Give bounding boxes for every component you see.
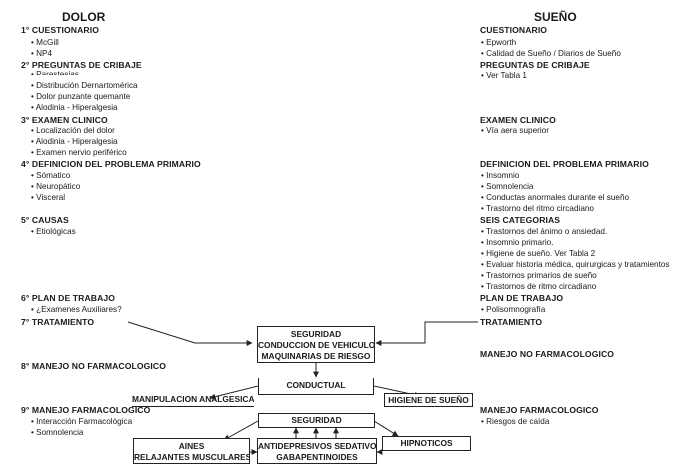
box-line: ANTIDEPRESIVOS SEDATIVOS xyxy=(258,441,377,451)
left-s4-item: • Neuropático xyxy=(31,182,81,191)
right-s1-item: • Calidad de Sueño / Diarios de Sueño xyxy=(481,49,621,58)
arrow-left-tratamiento xyxy=(127,321,253,346)
manipulacion-analgesica-box: MANIPULACION ANALGESICA xyxy=(132,393,254,407)
left-s4-head: 4° DEFINICION DEL PROBLEMA PRIMARIO xyxy=(21,159,201,169)
left-s3-head: 3° EXAMEN CLINICO xyxy=(21,115,108,125)
left-s3-item: • Alodinia - Hiperalgesia xyxy=(31,137,118,146)
left-s1-item: • McGill xyxy=(31,38,59,47)
box-line: GABAPENTINOIDES xyxy=(276,452,358,462)
right-s3-head: EXAMEN CLINICO xyxy=(480,115,556,125)
box-line: CONDUCTUAL xyxy=(286,380,346,390)
hipnoticos-box: HIPNOTICOS xyxy=(382,436,471,451)
arrow-seg-to-aines xyxy=(223,420,259,441)
left-s6-item: • ¿Examenes Auxiliares? xyxy=(31,305,122,314)
left-s7-head: 7° TRATAMIENTO xyxy=(21,317,95,327)
right-s6-item: • Polisomnografía xyxy=(481,305,546,314)
left-s9-head: 9° MANEJO FARMACOLOGICO xyxy=(21,405,151,415)
right-s4-item: • Insomnio xyxy=(481,171,520,180)
box-line: SEGURIDAD xyxy=(290,329,342,339)
arrow-to-manipulacion xyxy=(209,385,259,400)
left-s6-head: 6° PLAN DE TRABAJO xyxy=(21,293,116,303)
left-s5-item: • Etiológicas xyxy=(31,227,76,236)
right-s5-item: • Insomnio primario. xyxy=(481,238,554,247)
left-title: DOLOR xyxy=(62,10,106,24)
box-line: HIPNOTICOS xyxy=(400,438,453,448)
left-s8-head: 8° MANEJO NO FARMACOLOGICO xyxy=(21,361,166,371)
right-s7-head: TRATAMIENTO xyxy=(480,317,543,327)
right-s1-item: • Epworth xyxy=(481,38,517,47)
right-s5-item: • Trastornos primarios de sueño xyxy=(481,271,597,280)
left-s2-item: • Parestesias xyxy=(31,71,79,75)
left-s5-head: 5° CAUSAS xyxy=(21,215,69,225)
right-s4-item: • Somnolencia xyxy=(481,182,534,191)
right-s9-head: MANEJO FARMACOLOGICO xyxy=(480,405,599,415)
right-s2-item: • Ver Tabla 1 xyxy=(481,71,527,80)
right-s8-head: MANEJO NO FARMACOLOGICO xyxy=(480,349,615,359)
left-s1-item: • NP4 xyxy=(31,49,53,58)
box-line: RELAJANTES MUSCULARES xyxy=(134,452,250,462)
right-s5-item: • Evaluar historia médica, quirurgicas y… xyxy=(481,260,670,269)
box-line: SEGURIDAD xyxy=(291,415,342,425)
left-s9-item: • Interacción Farmacológica xyxy=(31,417,133,426)
left-s1-head: 1° CUESTIONARIO xyxy=(21,25,99,35)
seguridad-bottom-box: SEGURIDAD xyxy=(258,413,375,428)
left-s2-item: • Distribución Dernartomérica xyxy=(31,81,138,90)
seguridad-conduccion-box: SEGURIDAD CONDUCCION DE VEHICULOS MAQUIN… xyxy=(257,326,375,363)
right-s4-item: • Trastorno del ritmo circadiano xyxy=(481,204,594,213)
right-s4-head: DEFINICION DEL PROBLEMA PRIMARIO xyxy=(480,159,649,169)
right-s5-head: SEIS CATEGORIAS xyxy=(480,215,561,225)
left-s4-item: • Sómatico xyxy=(31,171,71,180)
left-s2-item: • Dolor punzante quemante xyxy=(31,92,131,101)
conductual-box: CONDUCTUAL xyxy=(258,378,374,395)
right-s3-item: • Vía aera superior xyxy=(481,126,549,135)
right-s1-head: CUESTIONARIO xyxy=(480,25,548,35)
antidepresivos-box: ANTIDEPRESIVOS SEDATIVOS GABAPENTINOIDES xyxy=(257,438,377,464)
left-s2-head: 2° PREGUNTAS DE CRIBAJE xyxy=(21,60,142,70)
right-s4-item: • Conductas anormales durante el sueño xyxy=(481,193,630,202)
left-s4-item: • Visceral xyxy=(31,193,66,202)
left-s9-item: • Somnolencia xyxy=(31,428,84,437)
box-line: AINES xyxy=(178,441,205,451)
left-s2-item: • Alodinia - Hiperalgesia xyxy=(31,103,118,112)
aines-box: AINES RELAJANTES MUSCULARES xyxy=(133,438,250,464)
arrow-right-tratamiento xyxy=(375,321,478,346)
box-line: MANIPULACION ANALGESICA xyxy=(132,394,254,404)
arrow-seg-to-hipno xyxy=(373,420,399,437)
right-s5-item: • Higiene de sueño. Ver Tabla 2 xyxy=(481,249,596,258)
right-s6-head: PLAN DE TRABAJO xyxy=(480,293,564,303)
left-s3-item: • Examen nervio periférico xyxy=(31,148,127,157)
right-s5-item: • Trastornos del ánimo o ansiedad. xyxy=(481,227,608,236)
box-line: CONDUCCION DE VEHICULOS xyxy=(258,340,375,350)
higiene-sueno-box: HIGIENE DE SUEÑO xyxy=(384,393,473,407)
box-line: MAQUINARIAS DE RIESGO xyxy=(261,351,371,361)
box-line: HIGIENE DE SUEÑO xyxy=(388,395,469,405)
right-s9-item: • Riesgos de caída xyxy=(481,417,550,426)
left-s3-item: • Localización del dolor xyxy=(31,126,115,135)
right-title: SUEÑO xyxy=(534,10,577,24)
right-s5-item: • Trastornos de ritmo circadiano xyxy=(481,282,597,291)
right-s2-head: PREGUNTAS DE CRIBAJE xyxy=(480,60,590,70)
